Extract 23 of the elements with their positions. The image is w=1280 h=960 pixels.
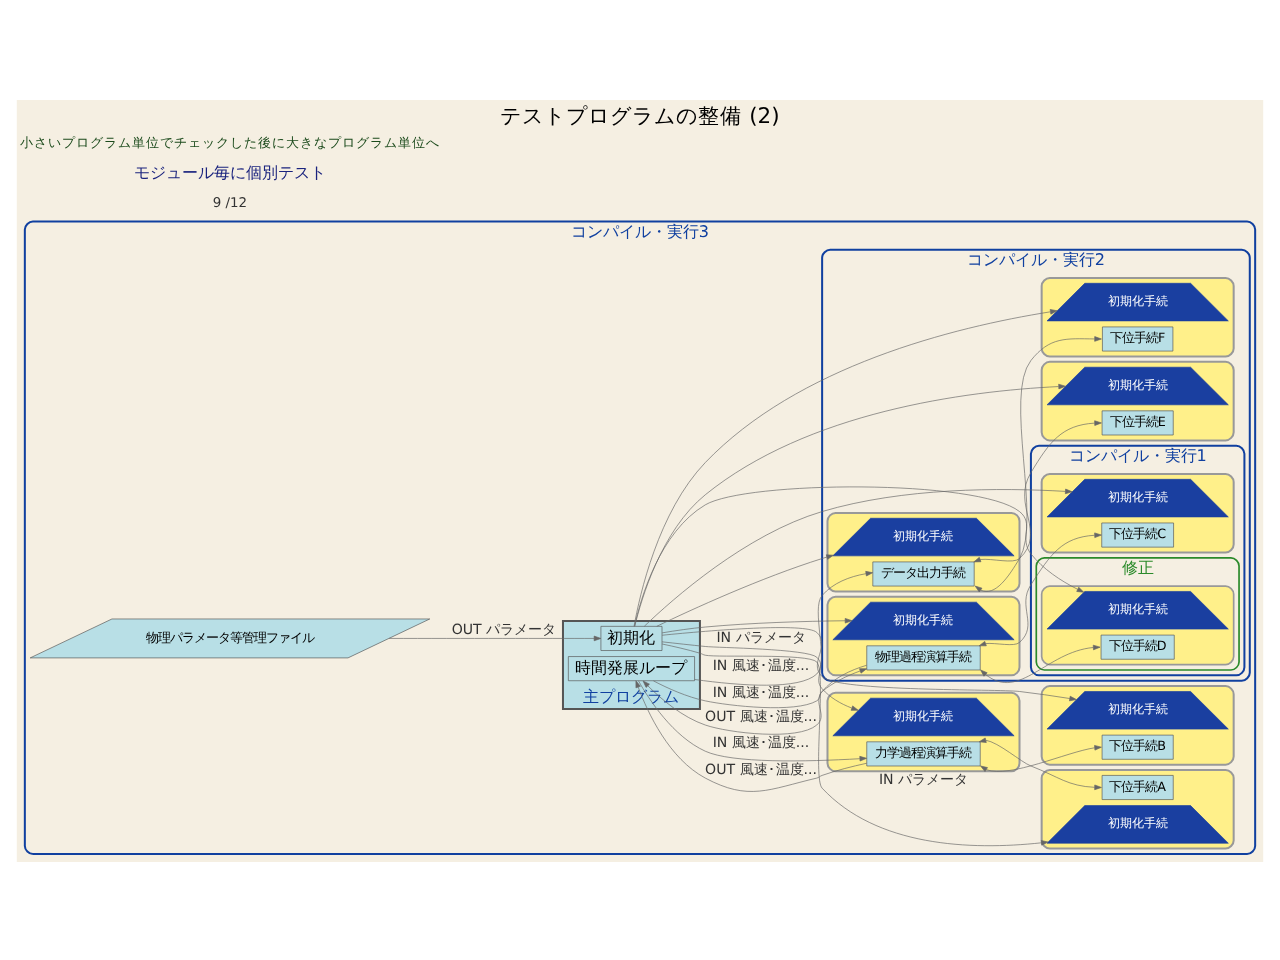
cluster	[1040, 275, 1235, 357]
arrow	[388, 634, 602, 641]
cluster	[1040, 471, 1235, 553]
arrow	[642, 663, 867, 734]
arrow	[974, 335, 1102, 592]
arrow	[656, 553, 834, 626]
arrow	[661, 640, 859, 710]
arrow	[661, 626, 1077, 701]
arrow	[633, 308, 1058, 626]
arrow	[973, 419, 1102, 562]
arrow	[694, 570, 873, 685]
arrow	[653, 667, 867, 708]
arrow	[978, 736, 1102, 789]
arrow	[980, 643, 1101, 682]
cluster	[1040, 359, 1235, 441]
arrow	[978, 531, 1102, 646]
diagram-title: テストプログラムの整備 (2)	[500, 101, 780, 128]
cluster	[1040, 684, 1235, 765]
arrow	[661, 617, 853, 633]
arrow	[638, 679, 867, 761]
arrow	[635, 679, 868, 791]
arrow	[634, 382, 1066, 626]
arrow	[980, 744, 1102, 771]
